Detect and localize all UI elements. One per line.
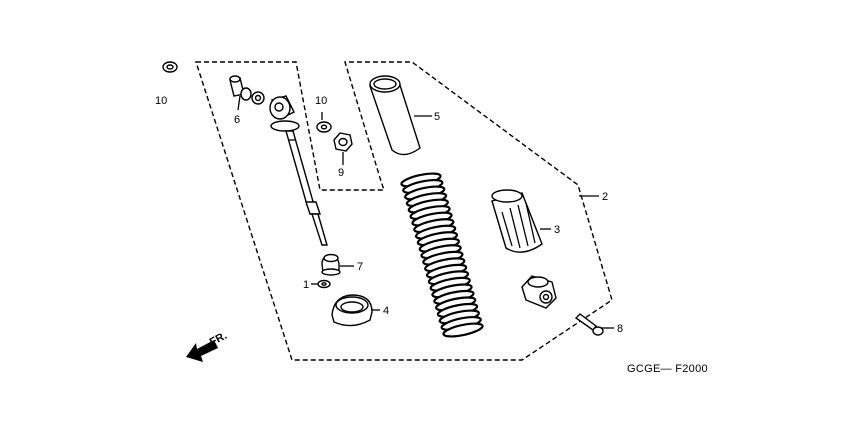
- front-direction-arrow: FR.: [186, 330, 229, 362]
- label-part-9: 9: [338, 167, 344, 179]
- coil-spring: [400, 172, 484, 338]
- washer-part-1: [317, 279, 331, 289]
- diagram-code: GCGE— F2000: [627, 363, 708, 375]
- front-label: FR.: [208, 330, 229, 349]
- spring-cover-part-5: [369, 75, 421, 156]
- label-part-3: 3: [554, 224, 560, 236]
- label-part-10: 10: [315, 95, 327, 107]
- bolt-part-8: [574, 313, 604, 336]
- label-part-6: 6: [234, 114, 240, 126]
- leader-lines: [237, 95, 614, 329]
- label-part-10-top: 10: [155, 95, 167, 107]
- washer-part-10: [316, 121, 332, 133]
- washer-part-10-top: [162, 61, 178, 73]
- nut-part-9: [333, 132, 353, 152]
- label-part-2: 2: [602, 191, 608, 203]
- seal-part-4: [331, 294, 373, 327]
- label-part-5: 5: [434, 111, 440, 123]
- spring-coil: [442, 322, 484, 338]
- label-part-8: 8: [617, 323, 623, 335]
- bush-part-7: [321, 253, 341, 276]
- lower-cover-part-3: [491, 189, 543, 253]
- assembly-outline: [195, 61, 613, 361]
- label-part-4: 4: [383, 305, 389, 317]
- label-part-7: 7: [357, 261, 363, 273]
- damper-rod: [269, 95, 328, 246]
- label-part-1: 1: [303, 279, 309, 291]
- lower-mount: [521, 275, 557, 309]
- collar-part-6: [229, 75, 265, 105]
